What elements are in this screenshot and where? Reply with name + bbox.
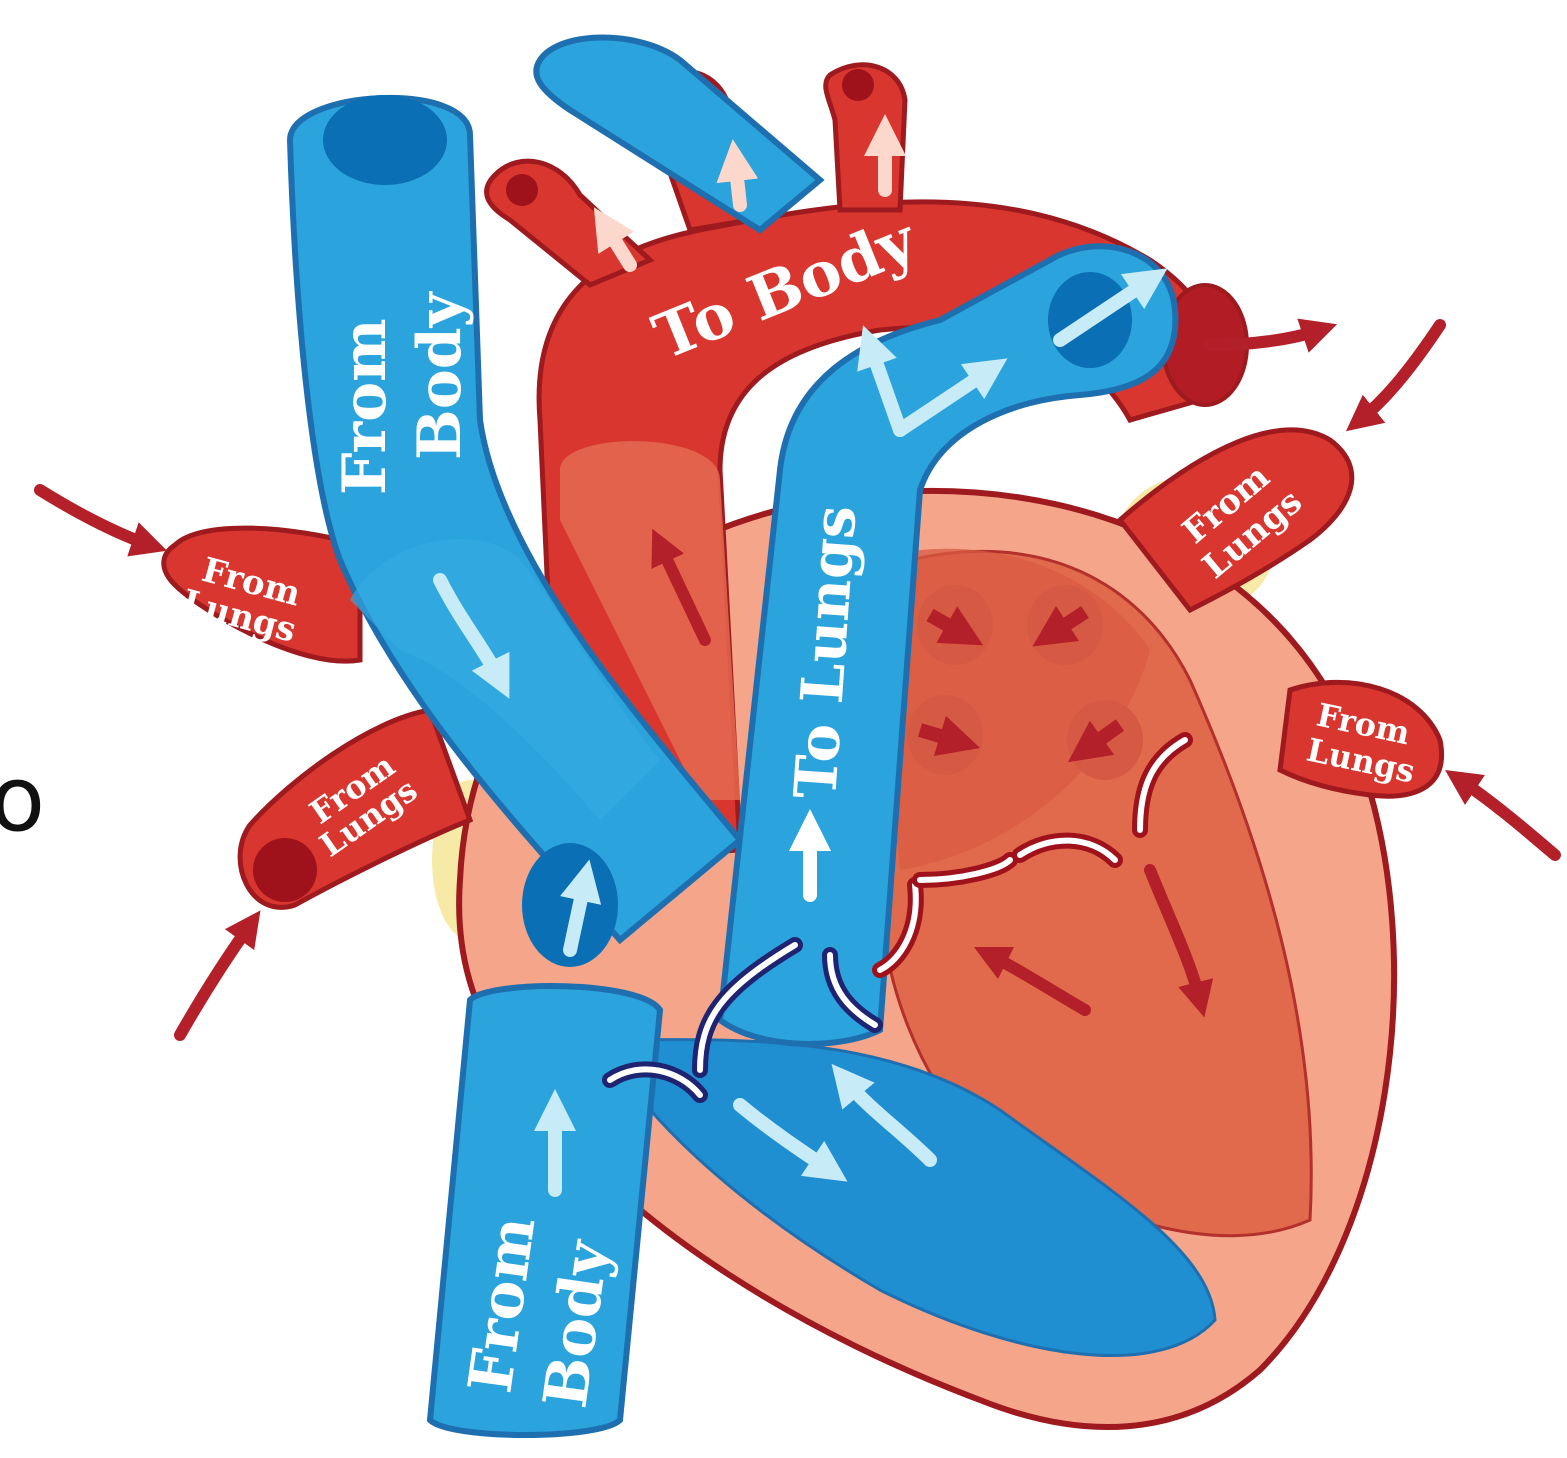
label-from-body-top-2: Body — [405, 290, 475, 460]
label-from-body-top-1: From — [330, 318, 400, 495]
